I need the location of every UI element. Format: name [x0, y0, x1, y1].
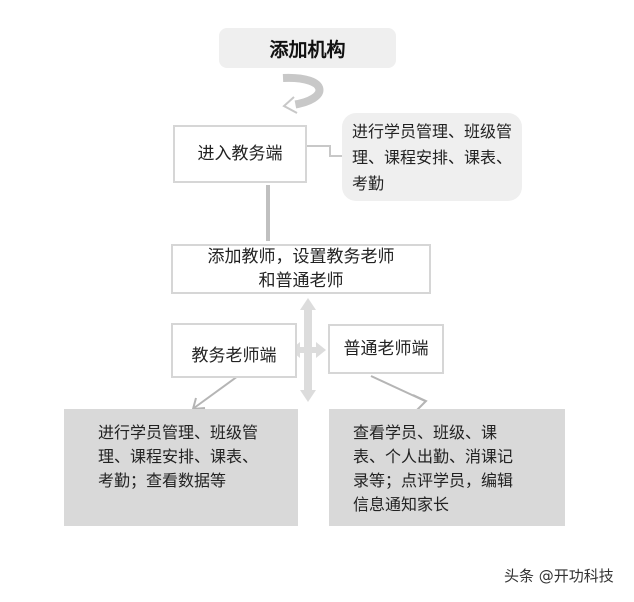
box-regular-teacher-functions: 查看学员、班级、课表、个人出勤、消课记录等；点评学员，编辑信息通知家长 [329, 409, 565, 526]
box-text: 进行学员管理、班级管理、课程安排、课表、考勤；查看数据等 [98, 423, 259, 490]
node-add-teachers: 添加教师，设置教务老师 和普通老师 [171, 244, 431, 294]
title-label: 添加机构 [269, 38, 346, 61]
node-line-1: 添加教师，设置教务老师 [207, 247, 395, 267]
node-label: 教务老师端 [191, 346, 277, 366]
note-text: 进行学员管理、班级管理、课程安排、课表、考勤 [352, 122, 513, 193]
box-admin-teacher-functions: 进行学员管理、班级管理、课程安排、课表、考勤；查看数据等 [64, 409, 298, 526]
node-line-2: 和普通老师 [258, 271, 344, 291]
box-text: 查看学员、班级、课表、个人出勤、消课记录等；点评学员，编辑信息通知家长 [353, 423, 514, 514]
note-bubble-admin-functions: 进行学员管理、班级管理、课程安排、课表、考勤 [342, 113, 522, 201]
title-node-add-institution: 添加机构 [219, 28, 396, 68]
right-diagonal-arrow-icon [370, 375, 428, 411]
quad-arrow-icon [290, 298, 326, 402]
node-regular-teacher-portal: 普通老师端 [328, 324, 444, 374]
curved-arrow-icon [282, 73, 324, 114]
watermark: 头条 @开功科技 [504, 567, 614, 585]
node-label: 普通老师端 [343, 339, 429, 359]
node-enter-admin-portal: 进入教务端 [173, 125, 307, 183]
left-diagonal-arrow-icon [191, 375, 239, 411]
note-connector [307, 145, 342, 157]
node-admin-teacher-portal: 教务老师端 [171, 323, 297, 378]
node-label: 进入教务端 [197, 144, 283, 164]
